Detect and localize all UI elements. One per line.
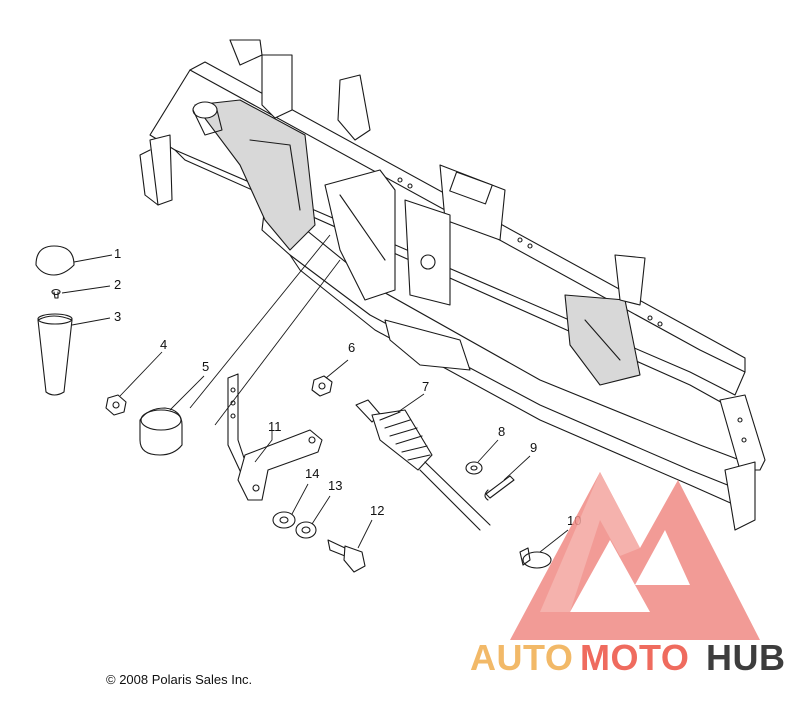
callout-12: 12 — [370, 503, 384, 518]
callout-6: 6 — [348, 340, 355, 355]
part-bumper — [139, 407, 183, 456]
callout-11: 11 — [268, 419, 282, 434]
watermark-moto: MOTO — [580, 637, 689, 678]
part-washer-13 — [295, 521, 317, 539]
callout-2: 2 — [114, 277, 121, 292]
callout-5: 5 — [202, 359, 209, 374]
watermark-logo — [510, 472, 760, 640]
part-washer-14 — [272, 511, 296, 529]
copyright-notice: © 2008 Polaris Sales Inc. — [106, 672, 253, 687]
part-nut-6 — [311, 375, 333, 397]
watermark-text: AUTO MOTO HUB — [470, 637, 786, 678]
part-bracket — [237, 429, 323, 501]
part-nut-4 — [105, 394, 127, 416]
part-clip — [484, 475, 515, 501]
part-screw — [51, 288, 61, 299]
callout-7: 7 — [422, 379, 429, 394]
part-cap — [35, 245, 75, 276]
callout-1: 1 — [114, 246, 121, 261]
watermark-auto: AUTO — [470, 637, 573, 678]
part-clamp — [519, 547, 552, 569]
leader-lines — [61, 234, 569, 553]
part-washer-8 — [465, 461, 483, 475]
frame-holes — [397, 177, 747, 443]
callout-13: 13 — [328, 478, 342, 493]
callout-3: 3 — [114, 309, 121, 324]
callout-9: 9 — [530, 440, 537, 455]
callout-4: 4 — [160, 337, 167, 352]
part-shift-knob — [37, 313, 73, 396]
callout-8: 8 — [498, 424, 505, 439]
frame-assembly — [139, 39, 766, 531]
part-bolt — [327, 539, 366, 573]
watermark-hub: HUB — [706, 637, 786, 678]
callout-14: 14 — [305, 466, 319, 481]
